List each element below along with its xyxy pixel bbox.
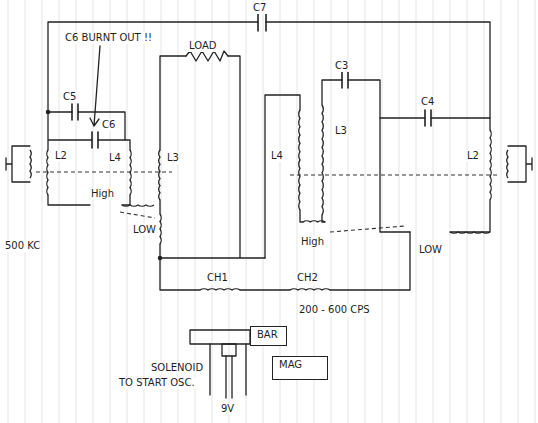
capacitor-label: C4 (420, 96, 435, 108)
coil-symbol (322, 105, 323, 215)
frequency-label: 200 - 600 CPS (298, 304, 371, 316)
coil-label: L3 (166, 152, 180, 164)
voltage-label: 9V (220, 403, 235, 415)
capacitor-label: C7 (252, 2, 267, 14)
note-text: C6 BURNT OUT !! (64, 32, 153, 44)
coil-label: LOW (132, 224, 157, 236)
coil-symbol (299, 110, 300, 210)
coil-label: L4 (270, 150, 284, 162)
coil-symbol (200, 289, 240, 290)
coil-symbol (159, 150, 160, 200)
capacitor-label: C6 (101, 119, 116, 131)
coil-symbol (450, 232, 490, 233)
resistor-label: LOAD (188, 40, 217, 52)
magnet-box: MAG (272, 356, 328, 380)
coil-windings (30, 105, 508, 290)
coil-symbol (290, 289, 330, 290)
coil-symbol (47, 150, 48, 195)
coil-label: L3 (334, 125, 348, 137)
coil-label: High (90, 188, 115, 200)
coil-label: High (300, 236, 325, 248)
coil-label: L2 (466, 150, 480, 162)
capacitor-label: C3 (334, 60, 349, 72)
choke-label: CH1 (206, 272, 229, 284)
part-label: SOLENOID (150, 362, 204, 374)
coil-label: L4 (108, 152, 122, 164)
capacitor-label: C5 (62, 91, 77, 103)
coil-symbol (160, 214, 161, 244)
coil-symbol (30, 150, 31, 178)
coupling-lines (36, 172, 500, 232)
bar-box: BAR (250, 326, 287, 346)
coil-symbol (507, 150, 508, 178)
coil-label: L2 (54, 150, 68, 162)
box-text: BAR (257, 329, 280, 341)
box-text: MAG (279, 359, 321, 371)
coil-symbol (122, 205, 154, 206)
choke-label: CH2 (296, 272, 319, 284)
coil-symbol (130, 150, 131, 195)
note-text: TO START OSC. (118, 377, 196, 389)
coil-symbol (490, 130, 491, 200)
coil-label: LOW (418, 244, 443, 256)
frequency-label: 500 KC (4, 240, 41, 252)
wires (6, 13, 532, 398)
coil-symbol (303, 221, 325, 222)
